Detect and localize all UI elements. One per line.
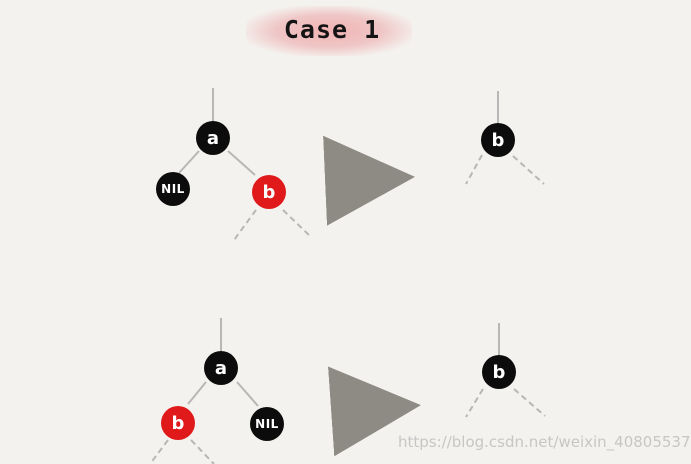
top-left-root-left-edge <box>178 150 200 174</box>
bottom-left-child-left-edge <box>149 439 169 464</box>
top-left-root-node: a <box>196 121 230 155</box>
bottom-left-root-node: a <box>204 351 238 385</box>
top-left-child-left-edge <box>233 209 257 241</box>
bottom-left-nil-label: NIL <box>255 417 279 431</box>
top-left-red-label: b <box>262 181 276 203</box>
top-right-root-label: b <box>491 129 505 151</box>
diagram-title: Case 1 <box>283 15 381 44</box>
bottom-transform-arrow <box>328 366 421 457</box>
bottom-left-red-node: b <box>161 406 195 440</box>
top-right-root-node: b <box>481 123 515 157</box>
top-right-right-edge <box>512 155 545 185</box>
top-left-child-right-edge <box>282 209 312 238</box>
top-left-red-node: b <box>252 175 286 209</box>
top-transform-arrow <box>323 135 415 226</box>
top-left-nil-node: NIL <box>156 172 190 206</box>
bottom-left-red-label: b <box>171 412 185 434</box>
top-right-left-edge <box>465 154 483 185</box>
bottom-right-left-edge <box>465 388 484 418</box>
top-left-nil-label: NIL <box>161 182 185 196</box>
bottom-left-nil-node: NIL <box>250 407 284 441</box>
bottom-left-root-left-edge <box>187 381 207 405</box>
bottom-right-right-edge <box>513 388 546 417</box>
bottom-right-root-node: b <box>482 355 516 389</box>
bottom-right-root-label: b <box>492 361 506 383</box>
top-left-root-label: a <box>206 127 220 149</box>
bottom-left-root-right-edge <box>236 381 259 407</box>
title-highlight <box>246 6 412 56</box>
bottom-left-root-label: a <box>214 357 228 379</box>
watermark-url: https://blog.csdn.net/weixin_40805537 <box>398 433 691 451</box>
bottom-left-child-right-edge <box>190 439 215 464</box>
top-left-root-right-edge <box>227 150 256 176</box>
